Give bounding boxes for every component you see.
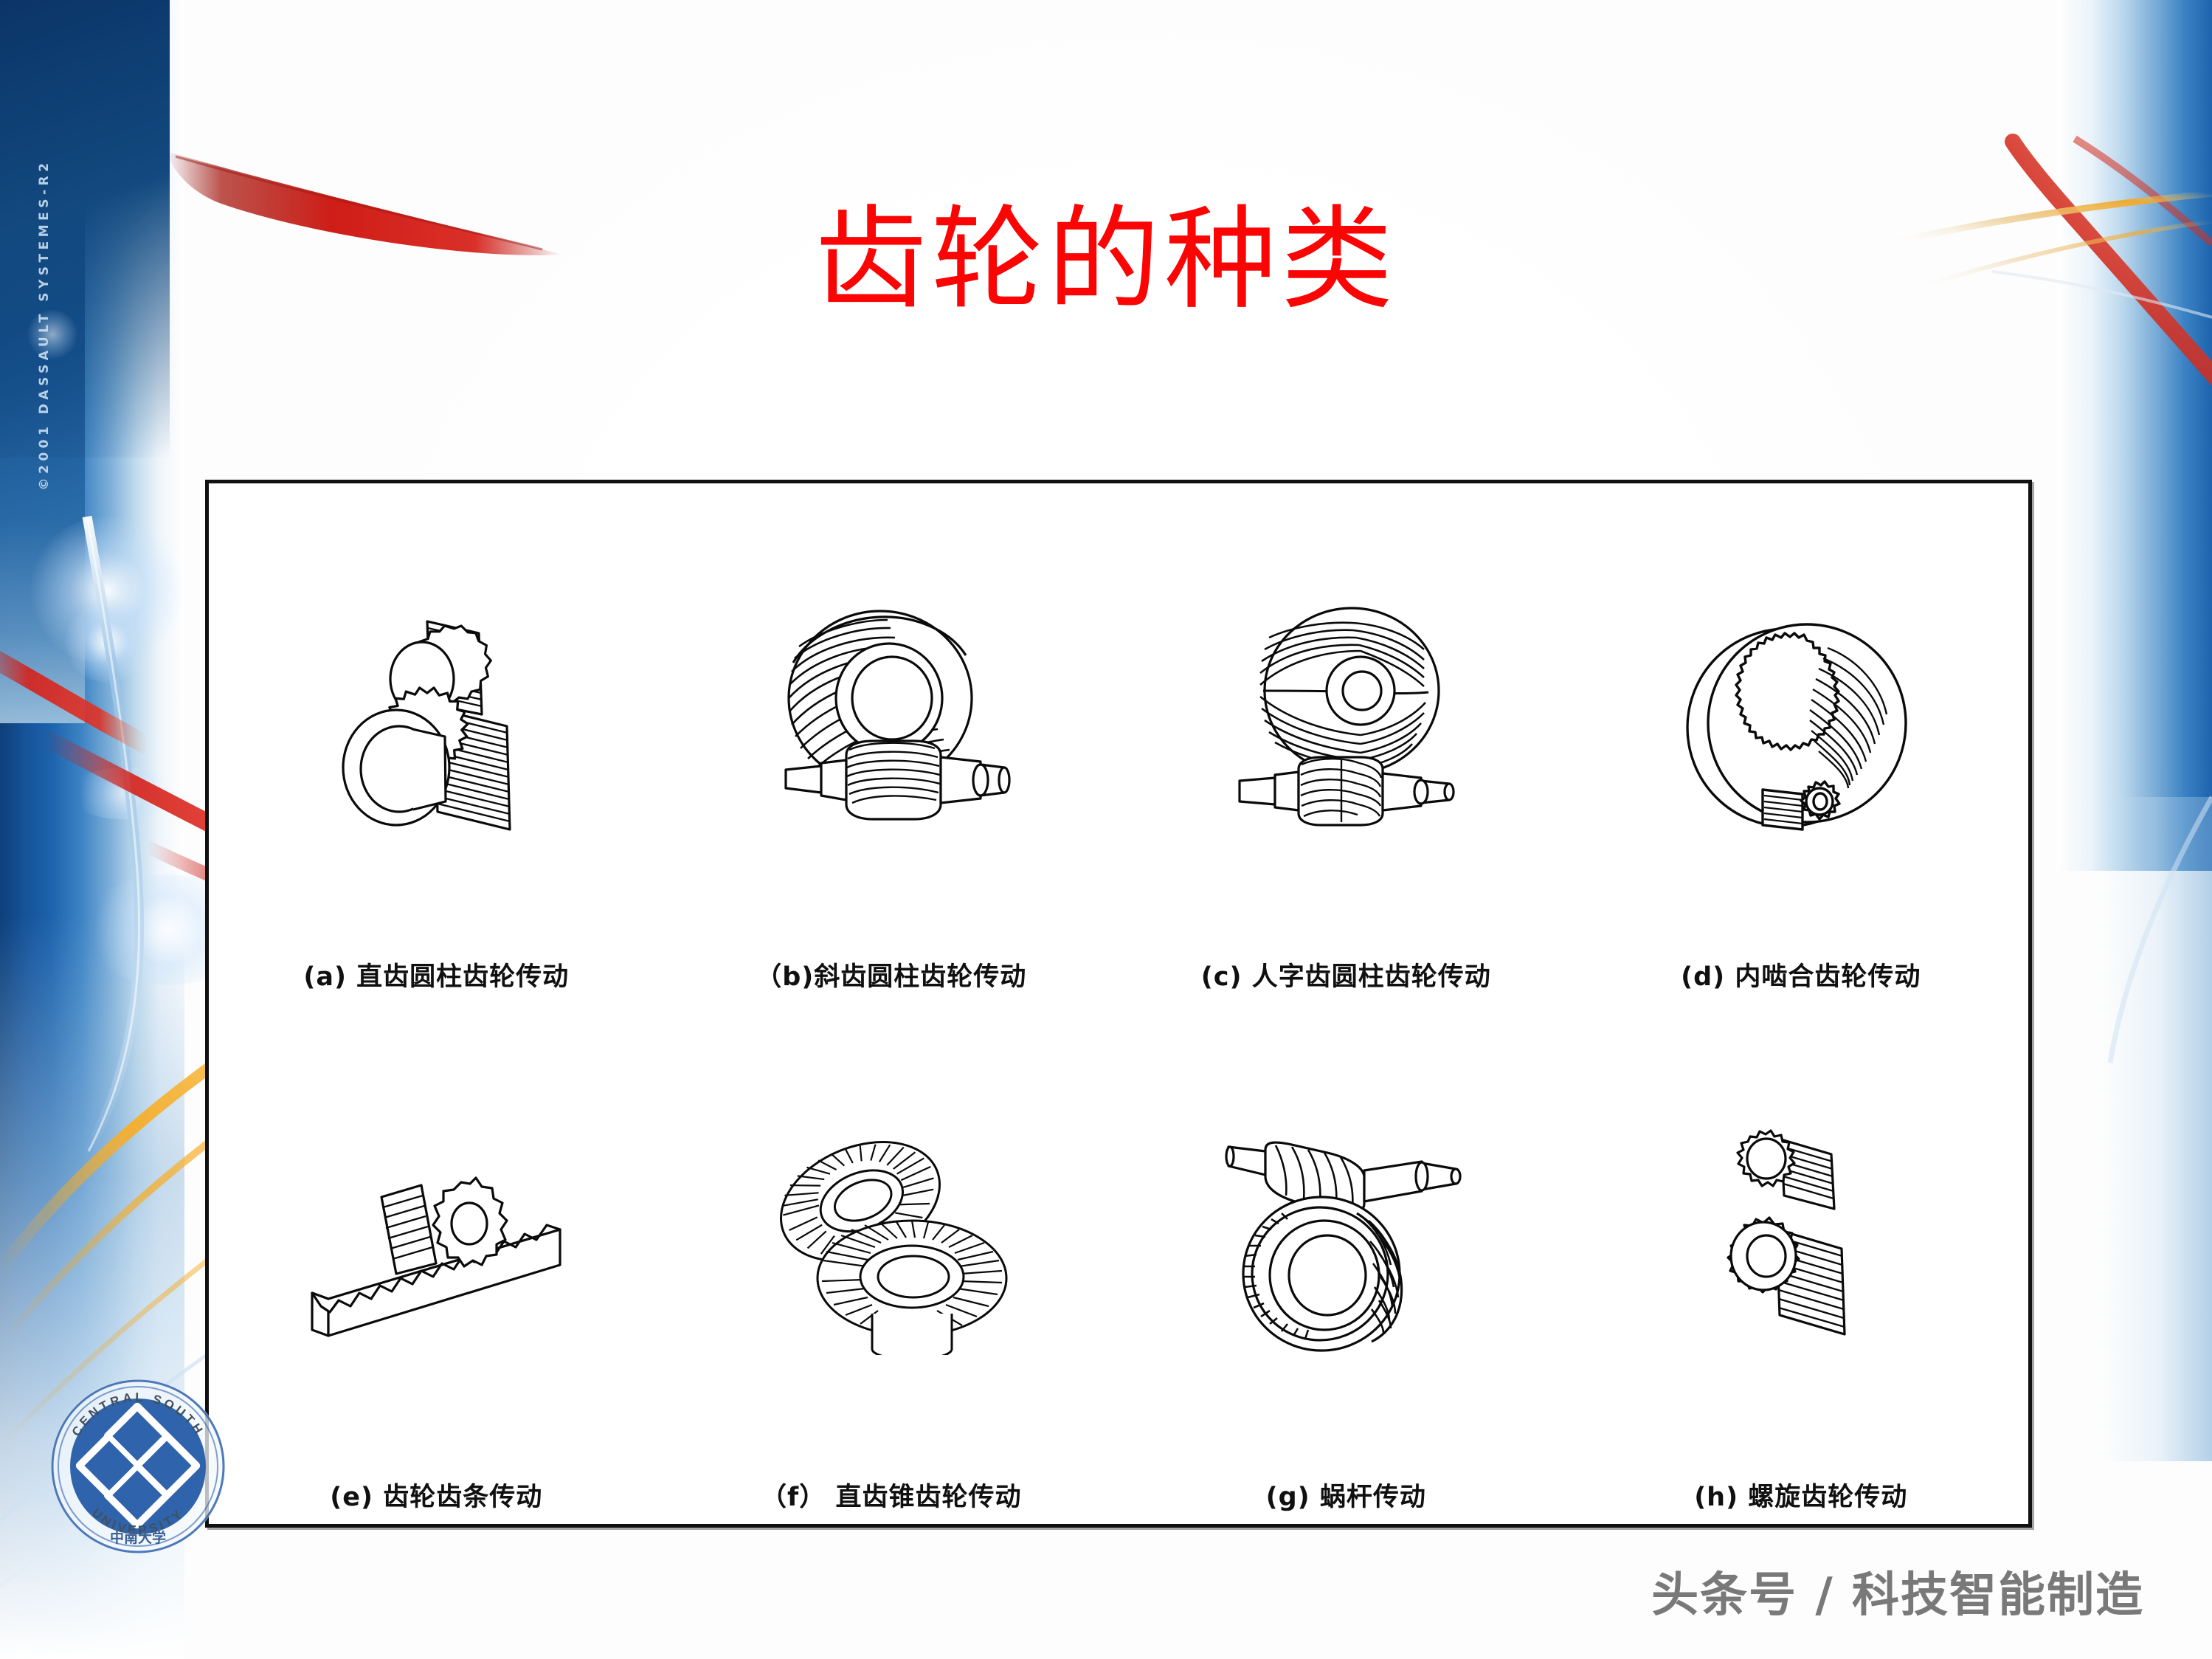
worm-gear-drive-diagram <box>1123 1017 1569 1472</box>
left-top-dark-wash <box>0 0 170 458</box>
gear-caption-f: （f） 直齿锥齿轮传动 <box>761 1483 1022 1512</box>
gear-caption-h: (h) 螺旋齿轮传动 <box>1694 1483 1908 1512</box>
herringbone-gear-pair-diagram <box>1123 497 1569 954</box>
gear-type-grid: (a) 直齿圆柱齿轮传动 <box>209 483 2028 1524</box>
bevel-gear-pair-diagram <box>668 1017 1115 1472</box>
gear-caption-e: (e) 齿轮齿条传动 <box>330 1483 543 1512</box>
gear-cell-g: (g) 蜗杆传动 <box>1119 1004 1574 1524</box>
dassault-copyright-vertical-text: ©2001 DASSAULT SYSTEMES-R2 <box>37 159 52 491</box>
watermark-text: 头条号 / 科技智能制造 <box>1651 1568 2144 1623</box>
logo-chinese-name: 中南大学 <box>110 1529 166 1546</box>
gear-cell-c: (c) 人字齿圆柱齿轮传动 <box>1119 483 1574 1004</box>
helical-gear-pair-diagram <box>668 497 1115 954</box>
gear-caption-a: (a) 直齿圆柱齿轮传动 <box>303 962 570 992</box>
crossed-helical-gear-diagram <box>1578 1017 2025 1472</box>
central-south-university-logo: CENTRAL SOUTH UNIVERSITY 中南大学 <box>51 1379 225 1553</box>
gear-caption-d: (d) 内啮合齿轮传动 <box>1681 962 1921 992</box>
gear-caption-g: (g) 蜗杆传动 <box>1265 1483 1426 1512</box>
gear-cell-f: （f） 直齿锥齿轮传动 <box>664 1004 1119 1524</box>
gear-cell-h: (h) 螺旋齿轮传动 <box>1574 1004 2029 1524</box>
page-title: 齿轮的种类 <box>815 194 1397 325</box>
figure-frame: (a) 直齿圆柱齿轮传动 <box>205 480 2032 1528</box>
right-blue-lower-wash <box>2101 797 2212 1461</box>
gear-cell-d: (d) 内啮合齿轮传动 <box>1574 483 2029 1004</box>
gear-cell-b: （b)斜齿圆柱齿轮传动 <box>664 483 1119 1004</box>
gear-cell-e: (e) 齿轮齿条传动 <box>209 1004 664 1524</box>
rack-and-pinion-diagram <box>213 1017 660 1472</box>
spur-gear-pair-diagram <box>213 497 660 954</box>
gear-caption-b: （b)斜齿圆柱齿轮传动 <box>756 962 1027 992</box>
internal-gear-mesh-diagram <box>1578 497 2025 954</box>
gear-cell-a: (a) 直齿圆柱齿轮传动 <box>209 483 664 1004</box>
gear-caption-c: (c) 人字齿圆柱齿轮传动 <box>1200 962 1491 992</box>
right-blue-gradient-band <box>2057 0 2212 871</box>
